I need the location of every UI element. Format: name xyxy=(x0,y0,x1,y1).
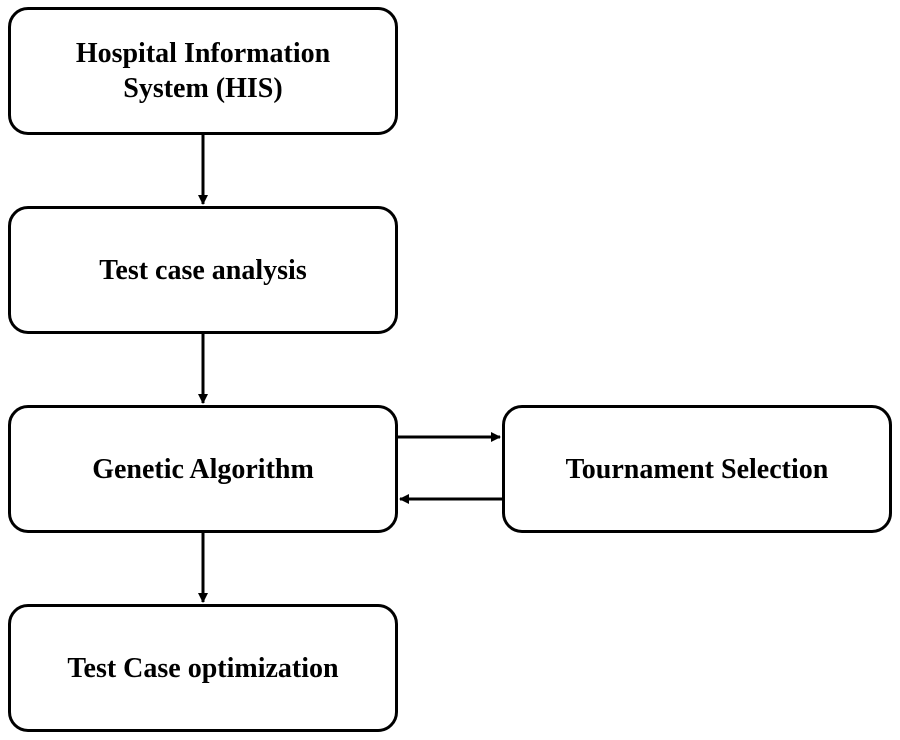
node-label: Hospital Information System (HIS) xyxy=(75,38,331,104)
node-test-case-analysis: Test case analysis xyxy=(8,206,398,334)
node-label: Genetic Algorithm xyxy=(92,453,314,485)
node-test-case-optimization: Test Case optimization xyxy=(8,604,398,732)
node-label: Test case analysis xyxy=(99,254,307,286)
node-label: Tournament Selection xyxy=(565,453,829,485)
node-hospital-information-system: Hospital Information System (HIS) xyxy=(8,7,398,135)
node-label: Test Case optimization xyxy=(67,652,339,684)
node-tournament-selection: Tournament Selection xyxy=(502,405,892,533)
node-genetic-algorithm: Genetic Algorithm xyxy=(8,405,398,533)
